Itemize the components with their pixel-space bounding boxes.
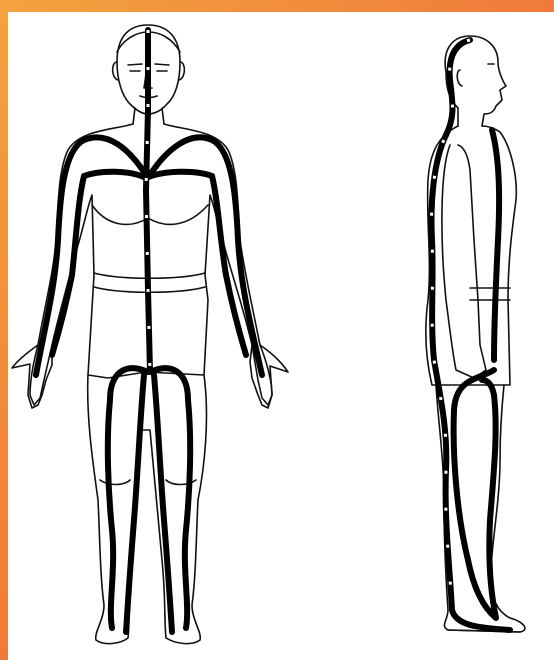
side-waistband xyxy=(470,288,510,300)
side-meridian-front xyxy=(492,130,499,360)
side-arm xyxy=(442,145,486,378)
side-meridian-leg-loop xyxy=(454,370,496,618)
side-view-figure xyxy=(426,36,525,632)
front-meridian-inner-leg-left xyxy=(126,375,144,632)
side-meridian-back xyxy=(432,40,510,630)
front-view-figure xyxy=(12,25,288,644)
front-chest xyxy=(92,205,208,224)
front-meridian-center xyxy=(146,30,150,372)
front-knees xyxy=(100,480,196,485)
side-ear xyxy=(457,70,462,86)
